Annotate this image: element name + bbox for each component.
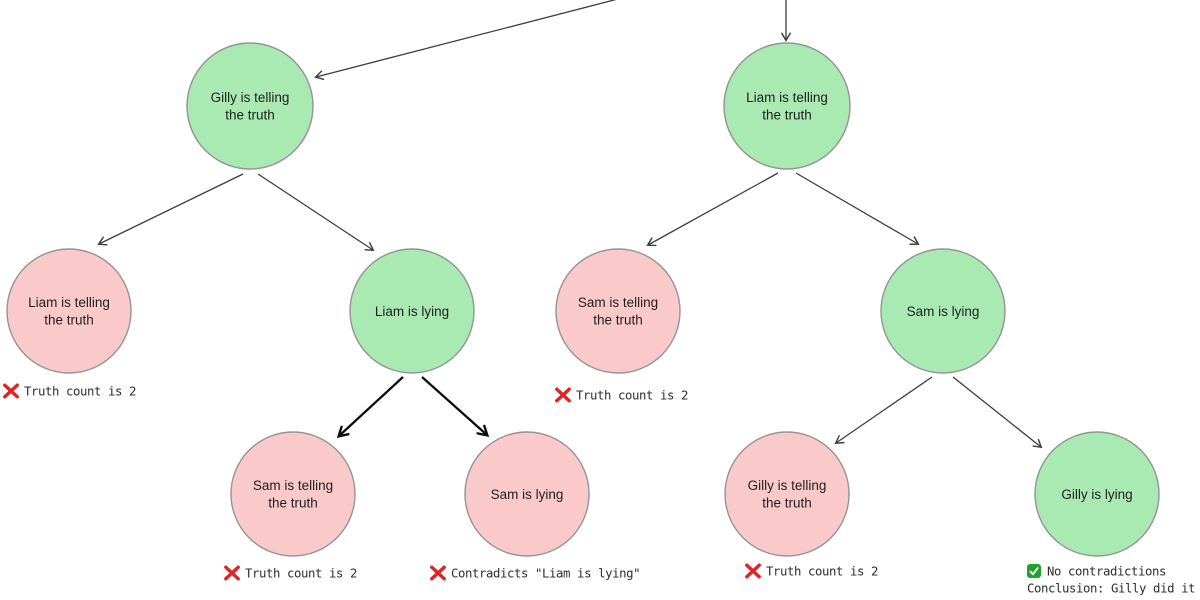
x-mark-icon	[3, 383, 19, 399]
node-label-sam-lying-pink: Sam is lying	[491, 487, 564, 502]
annotation-ann-sam-truth-mid: Truth count is 2	[555, 387, 688, 403]
annotation-ann-gilly-truth-bottom: Truth count is 2	[745, 563, 878, 579]
node-circle-gilly-lying	[1034, 431, 1160, 557]
edge-samlying-to-gilly-lying	[952, 376, 1043, 449]
node-circle-sam-truth-bottom	[230, 431, 356, 557]
edge-gilly-to-liam-lying	[257, 173, 375, 252]
annotation-ann-sam-lying-pink: Contradicts "Liam is lying"	[430, 565, 640, 581]
annotation-conclusion-text: Conclusion: Gilly did it	[1027, 582, 1195, 596]
node-circle-liam-truth-top	[723, 42, 851, 170]
node-circle-liam-truth-left	[6, 248, 132, 374]
annotation-text: Truth count is 2	[576, 389, 688, 403]
node-sam-lying-green: Sam is lying	[880, 248, 1006, 374]
edge-liamtop-to-sam-truth	[646, 172, 779, 247]
annotation-text: No contradictions	[1047, 565, 1166, 579]
annotation-text: Truth count is 2	[24, 385, 136, 399]
edge-gilly-to-liam-truth	[97, 173, 244, 246]
x-mark-icon	[430, 565, 446, 581]
edge-root-to-gilly-truth	[314, 0, 617, 81]
node-circle-gilly-truth-top	[186, 42, 314, 170]
node-circle-sam-truth-mid	[555, 248, 681, 374]
x-mark-icon	[555, 387, 571, 403]
edge-liamtop-to-sam-lying	[795, 172, 920, 245]
node-liam-lying: Liam is lying	[349, 248, 475, 374]
x-mark-icon	[745, 563, 761, 579]
edges-layer	[97, 0, 1043, 449]
edge-liamlying-to-sam-truth	[336, 376, 404, 438]
node-circle-sam-lying-pink	[464, 431, 590, 557]
node-label-sam-lying-green: Sam is lying	[907, 304, 980, 319]
annotation-text: Contradicts "Liam is lying"	[451, 567, 640, 581]
node-circle-liam-lying	[349, 248, 475, 374]
annotation-ann-liam-truth-left: Truth count is 2	[3, 383, 136, 399]
edge-samlying-to-gilly-truth	[834, 376, 933, 445]
annotation-text: Truth count is 2	[245, 567, 357, 581]
node-label-liam-lying: Liam is lying	[375, 304, 449, 319]
annotation-text: Truth count is 2	[766, 565, 878, 579]
node-gilly-lying: Gilly is lying	[1034, 431, 1160, 557]
edge-liamlying-to-sam-lying	[421, 376, 490, 437]
x-mark-icon	[224, 565, 240, 581]
annotations-layer: Truth count is 2 Truth count is 2 Truth co…	[3, 383, 1195, 596]
node-label-gilly-lying: Gilly is lying	[1061, 487, 1132, 502]
annotation-ann-sam-truth-bottom: Truth count is 2	[224, 565, 357, 581]
check-mark-icon	[1027, 564, 1041, 578]
node-circle-sam-lying-green	[880, 248, 1006, 374]
node-sam-lying-pink: Sam is lying	[464, 431, 590, 557]
node-circle-gilly-truth-bottom	[724, 431, 850, 557]
